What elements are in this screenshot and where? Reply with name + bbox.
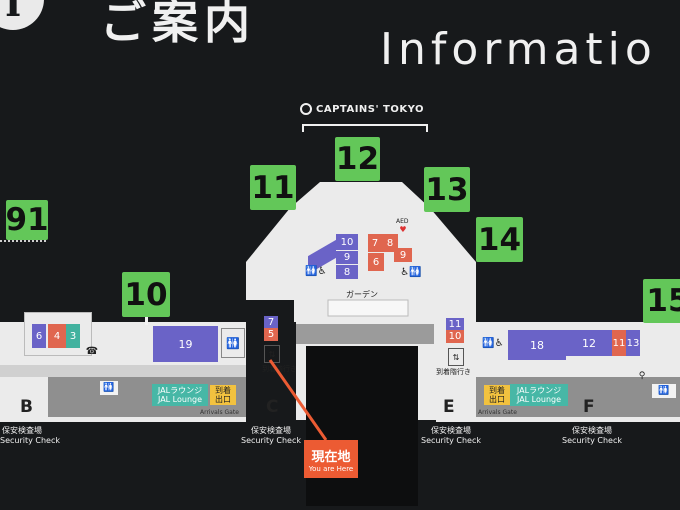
shop-4-left: 4 bbox=[48, 324, 66, 348]
security-f-jp: 保安検査場 bbox=[572, 426, 612, 435]
captains-label: CAPTAINS' TOKYO bbox=[316, 103, 424, 115]
arrivals-gate-label-c: Arrivals Gate bbox=[200, 409, 239, 416]
shop-8-garden: 8 bbox=[336, 265, 358, 279]
arrivals-gate-label-e: Arrivals Gate bbox=[478, 409, 517, 416]
shop-9-garden: 9 bbox=[336, 251, 358, 264]
you-are-here-en: You are Here bbox=[308, 464, 354, 473]
checkpoint-b-letter: B bbox=[20, 397, 33, 417]
security-b-en: Security Check bbox=[0, 436, 61, 445]
shop-6-left: 6 bbox=[32, 324, 46, 348]
you-are-here-jp: 現在地 bbox=[311, 449, 351, 465]
aed-label: AED bbox=[396, 218, 409, 225]
arrival-exit-left: 到着 出口 bbox=[210, 385, 236, 405]
restroom-icon-left: 🚻 bbox=[100, 381, 118, 395]
gate-12: 12 bbox=[335, 137, 380, 181]
escalator-icon-e: ⇅ bbox=[448, 348, 464, 366]
lounge-right-en: JAL Lounge bbox=[516, 395, 562, 404]
lounge-left-en: JAL Lounge bbox=[157, 395, 203, 404]
lounge-right-jp: JALラウンジ bbox=[516, 386, 562, 395]
jal-lounge-left: JALラウンジ JAL Lounge bbox=[152, 384, 208, 406]
gate-11: 11 bbox=[250, 165, 296, 210]
shop-3-left: 3 bbox=[66, 324, 80, 348]
arrival-stairs-label-e: 到着階行き bbox=[436, 368, 471, 376]
gate-13: 13 bbox=[424, 167, 470, 212]
restroom-icon-garden-left: 🚻♿ bbox=[305, 265, 327, 277]
shop-10-garden: 10 bbox=[336, 234, 358, 250]
security-c-jp: 保安検査場 bbox=[251, 426, 291, 435]
security-f-en: Security Check bbox=[561, 436, 622, 445]
security-check-b: 保安検査場 Security Check bbox=[0, 425, 60, 445]
arrival-exit-right: 到着 出口 bbox=[484, 385, 510, 405]
captains-tokyo-logo: CAPTAINS' TOKYO bbox=[300, 103, 424, 115]
gate-14: 14 bbox=[476, 217, 523, 262]
security-b-jp: 保安検査場 bbox=[2, 426, 42, 435]
phone-icon: ☎ bbox=[85, 345, 99, 357]
gate-91: 91 bbox=[5, 200, 49, 240]
shop-9-garden-orange: 9 bbox=[394, 248, 412, 262]
security-c-en: Security Check bbox=[240, 436, 301, 445]
aed-heart-icon: ♥ bbox=[399, 224, 407, 234]
shop-11-right: 11 bbox=[612, 330, 626, 356]
faucet-icon: ⚲ bbox=[638, 371, 646, 381]
captains-bracket bbox=[302, 124, 428, 132]
gate-10-connector bbox=[145, 317, 148, 325]
title-english: Informatio bbox=[380, 24, 657, 75]
lounge-left-jp: JALラウンジ bbox=[157, 386, 203, 395]
checkpoint-e-letter: E bbox=[443, 397, 455, 417]
you-are-here-marker: 現在地 You are Here bbox=[304, 440, 358, 478]
security-e-jp: 保安検査場 bbox=[431, 426, 471, 435]
shop-11-e: 11 bbox=[446, 318, 464, 330]
restroom-icon-right: 🚻♿ bbox=[482, 337, 504, 349]
jal-lounge-right: JALラウンジ JAL Lounge bbox=[510, 384, 568, 406]
checkpoint-c-letter: C bbox=[266, 397, 279, 417]
shop-19: 19 bbox=[153, 326, 218, 362]
security-check-e: 保安検査場 Security Check bbox=[420, 425, 482, 445]
shop-8-garden-orange: 8 bbox=[382, 234, 398, 252]
dotted-route bbox=[0, 240, 46, 242]
shop-7-garden: 7 bbox=[368, 234, 382, 252]
shop-18: 18 bbox=[508, 330, 566, 360]
shop-13-right: 13 bbox=[626, 330, 640, 356]
shop-6-garden: 6 bbox=[368, 253, 384, 271]
shop-7-c: 7 bbox=[264, 316, 278, 328]
security-check-c: 保安検査場 Security Check bbox=[240, 425, 302, 445]
shop-12: 12 bbox=[566, 330, 612, 356]
shop-10-e: 10 bbox=[446, 330, 464, 343]
information-icon: i bbox=[0, 0, 44, 30]
restroom-icon-19: 🚻 bbox=[221, 328, 245, 358]
captains-icon bbox=[300, 103, 312, 115]
security-e-en: Security Check bbox=[420, 436, 481, 445]
title-japanese: ご案内 bbox=[100, 0, 256, 49]
gate-10: 10 bbox=[122, 272, 170, 317]
checkpoint-f-letter: F bbox=[583, 397, 595, 417]
restroom-icon-far-right: 🚻 bbox=[652, 384, 676, 398]
arrival-stairs-label-c: 到着階行き bbox=[262, 365, 297, 373]
garden-label: ガーデン bbox=[346, 290, 378, 299]
gate-15: 15 bbox=[643, 279, 680, 323]
security-check-f: 保安検査場 Security Check bbox=[561, 425, 623, 445]
shop-5-c: 5 bbox=[264, 328, 278, 341]
restroom-icon-garden-right: ♿🚻 bbox=[400, 266, 422, 278]
